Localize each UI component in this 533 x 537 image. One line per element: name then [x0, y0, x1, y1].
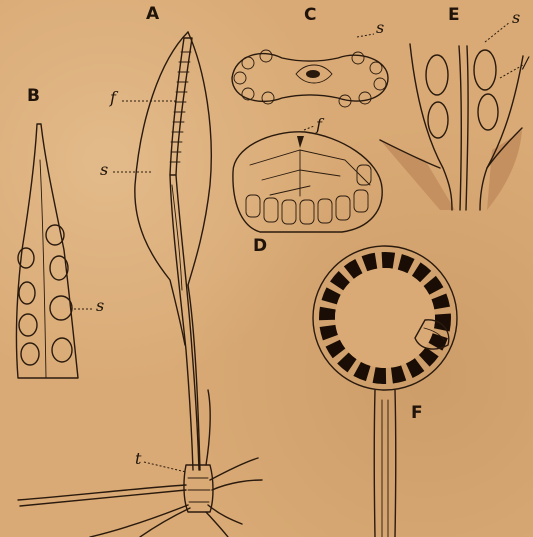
panel-label-b: B [27, 88, 40, 105]
figure-f-sporangium [313, 246, 457, 537]
label-e-edge: / [523, 55, 528, 71]
label-c-sporangium: s [376, 20, 384, 36]
panel-label-e: E [448, 7, 460, 24]
label-a-base: t [135, 451, 141, 467]
figure-d-cells [233, 126, 382, 232]
figure-c-sporangia [234, 50, 386, 107]
label-b-sporangium: s [96, 298, 104, 314]
label-e-sporangium: s [512, 10, 520, 26]
label-d-fertile: f [316, 117, 322, 133]
label-a-sterile: s [100, 162, 108, 178]
panel-label-a: A [146, 6, 159, 23]
figure-e-sporangia [426, 50, 498, 138]
panel-label-d: D [253, 238, 267, 255]
panel-label-c: C [304, 7, 316, 24]
figure-d-cell-row [246, 165, 371, 224]
label-a-fertile: f [110, 90, 116, 106]
figure-b-spike [16, 124, 92, 378]
panel-label-f: F [411, 405, 423, 422]
figure-e-detail [380, 22, 523, 210]
figure-c-section [232, 34, 388, 107]
